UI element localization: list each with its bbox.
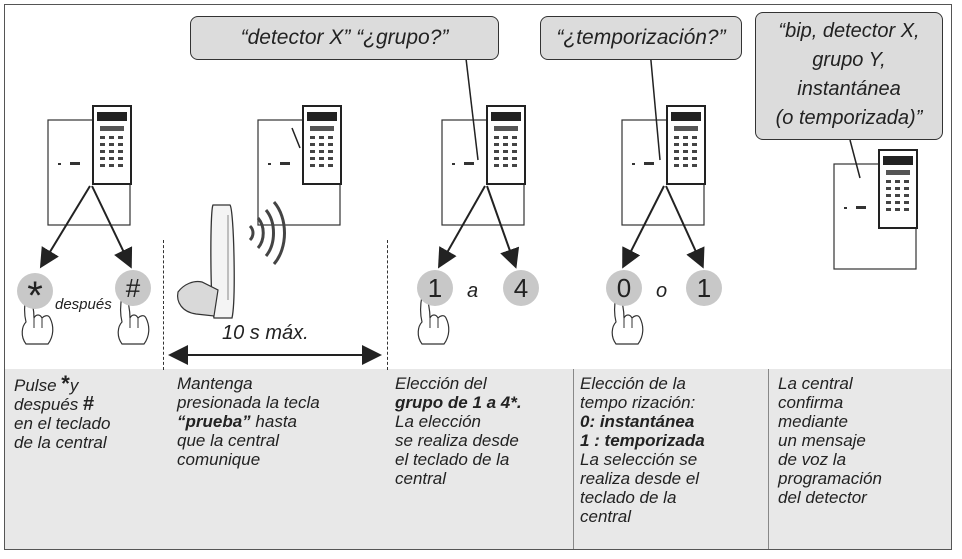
key-0-instant: 0 — [606, 270, 642, 306]
caption-2-line-5: comunique — [177, 450, 261, 469]
caption-3-line-6: central — [395, 469, 447, 488]
caption-5-line-7: del detector — [778, 488, 867, 507]
caption-3-line-3: La elección — [395, 412, 482, 431]
caption-4-line-5: La selección se — [580, 450, 698, 469]
caption-2-line-2: presionada la tecla — [177, 393, 320, 412]
caption-4-bold-2: 1 : temporizada — [580, 431, 705, 450]
key-1-group: 1 — [417, 270, 453, 306]
caption-1-line-3: en el teclado — [14, 414, 111, 433]
caption-5-line-6: programación — [778, 469, 882, 488]
key-4-group: 4 — [503, 270, 539, 306]
speech-bubble-temporization: “¿temporización?” — [540, 16, 742, 60]
caption-5-line-1: La central — [778, 374, 853, 393]
caption-5-line-4: un mensaje — [778, 431, 866, 450]
caption-step-1: Pulse *y después # en el teclado de la c… — [14, 371, 111, 453]
diagram-frame — [4, 4, 952, 550]
caption-1-y: y — [69, 376, 79, 395]
caption-5-line-3: mediante — [778, 412, 848, 431]
star-key: * — [17, 273, 53, 318]
caption-step-5: La central confirma mediante un mensaje … — [778, 374, 882, 507]
despues-label: después — [55, 296, 112, 313]
timing-label: 10 s máx. — [222, 322, 309, 344]
caption-2-line-3: hasta — [255, 412, 298, 431]
caption-4-line-6: realiza desde el — [580, 469, 700, 488]
separator-4 — [768, 369, 769, 549]
caption-4-line-8: central — [580, 507, 632, 526]
dashed-separator-1 — [163, 240, 164, 370]
caption-2-bold: “prueba” — [177, 412, 251, 431]
caption-3-line-1: Elección del — [395, 374, 487, 393]
or-label: o — [656, 280, 668, 302]
separator-3 — [573, 369, 574, 549]
speech-bubble-confirmation: “bip, detector X, grupo Y, instantánea (… — [755, 12, 943, 140]
caption-4-bold-1: 0: instantánea — [580, 412, 695, 431]
caption-2-line-4: que la central — [177, 431, 280, 450]
caption-3-bold: grupo de 1 a 4*. — [395, 393, 522, 412]
hash-key: # — [115, 270, 151, 306]
bubble-line-3: instantánea — [797, 78, 901, 100]
caption-2-line-1: Mantenga — [177, 374, 253, 393]
speech-bubble-detector-group: “detector X” “¿grupo?” — [190, 16, 499, 60]
caption-4-line-7: teclado de la — [580, 488, 677, 507]
hash-symbol: # — [83, 393, 95, 415]
caption-4-line-2: tempo rización: — [580, 393, 696, 412]
caption-1-line-4: de la central — [14, 433, 107, 452]
bubble-line-4: (o temporizada)” — [775, 107, 923, 129]
caption-5-line-5: de voz la — [778, 450, 847, 469]
key-1-temporized: 1 — [686, 270, 722, 306]
caption-5-line-2: confirma — [778, 393, 844, 412]
dashed-separator-2 — [387, 240, 388, 370]
caption-step-2: Mantenga presionada la tecla “prueba” ha… — [177, 374, 320, 469]
caption-band — [5, 369, 951, 549]
caption-step-4: Elección de la tempo rización: 0: instan… — [580, 374, 705, 526]
caption-3-line-4: se realiza desde — [395, 431, 519, 450]
caption-3-line-5: el teclado de la — [395, 450, 510, 469]
caption-1-line-1: Pulse — [14, 376, 57, 395]
caption-1-line-2: después — [14, 395, 79, 414]
caption-step-3: Elección del grupo de 1 a 4*. La elecció… — [395, 374, 522, 488]
caption-4-line-1: Elección de la — [580, 374, 686, 393]
star-symbol: * — [61, 371, 70, 396]
range-a-label: a — [467, 280, 479, 302]
bubble-line-2: grupo Y, — [812, 49, 886, 71]
bubble-line-1: “bip, detector X, — [778, 20, 920, 42]
